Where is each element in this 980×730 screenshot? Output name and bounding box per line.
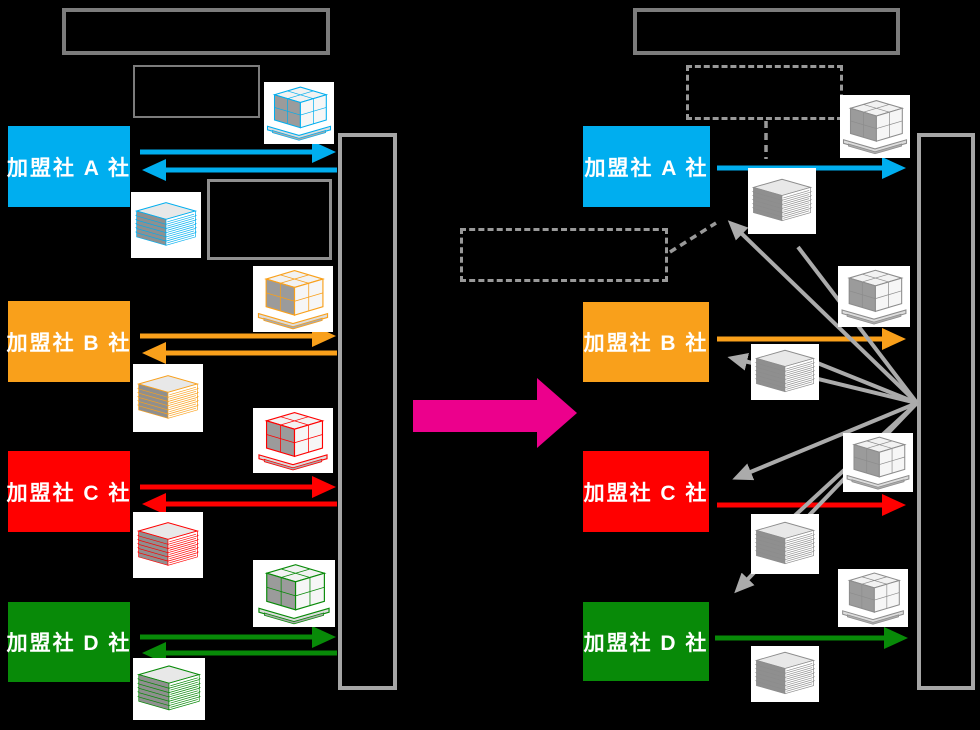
company-a-label-left: 加盟社 A 社 [7, 126, 130, 207]
right-dashed-note-top [686, 65, 843, 120]
pallet-stack-icon-b-left [133, 364, 203, 432]
pallet-stack-icon-b-right [751, 344, 819, 400]
pallet-box-icon-b-left [253, 266, 333, 332]
pallet-box-icon-a-right [840, 95, 910, 158]
right-hub-box [917, 133, 975, 690]
pallet-box-icon-c-right [843, 433, 913, 492]
left-hub-box [338, 133, 397, 690]
pallet-stack-icon-c-right [751, 514, 819, 574]
company-b-label-right: 加盟社 B 社 [583, 302, 709, 382]
transition-arrow [413, 378, 577, 448]
right-dashed-note-mid [460, 228, 668, 282]
left-title-box [62, 8, 330, 55]
company-d-label-left: 加盟社 D 社 [7, 602, 130, 682]
company-c-label-right: 加盟社 C 社 [583, 451, 709, 532]
pallet-box-icon-d-left [253, 560, 335, 627]
pallet-stack-icon-d-left [133, 658, 205, 720]
right-title-box [633, 8, 900, 55]
pallet-box-icon-b-right [838, 266, 910, 327]
company-c-label-left: 加盟社 C 社 [7, 451, 130, 532]
pallet-stack-icon-d-right [751, 646, 819, 702]
company-b-label-left: 加盟社 B 社 [7, 301, 130, 382]
pallet-box-icon-a-left [264, 82, 334, 144]
company-d-label-right: 加盟社 D 社 [583, 602, 709, 681]
company-a-label-right: 加盟社 A 社 [583, 126, 710, 207]
pallet-box-icon-d-right [838, 569, 908, 627]
left-note-box-1 [133, 65, 260, 118]
pallet-stack-icon-c-left [133, 512, 203, 578]
pallet-box-icon-c-left [253, 408, 333, 473]
pallet-stack-icon-a-left [131, 192, 201, 258]
left-note-box-2 [207, 179, 332, 260]
pallet-stack-icon-a-right [748, 168, 816, 234]
